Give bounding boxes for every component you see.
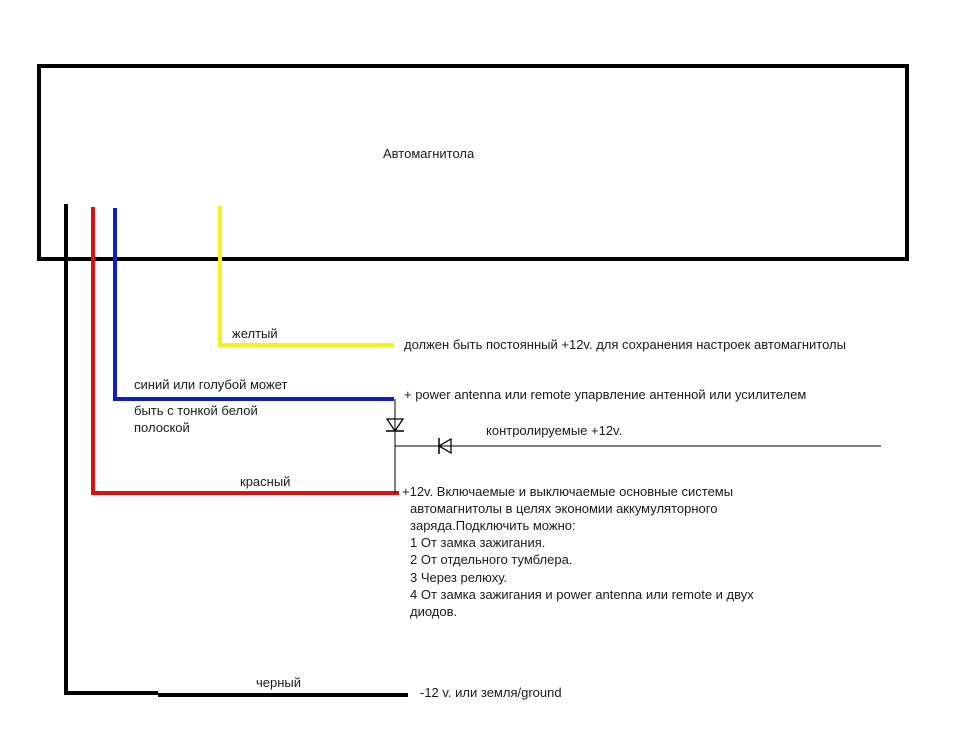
- red-wire-description-line-1: +12v. Включаемые и выключаемые основные …: [402, 484, 733, 499]
- black-wire: [64, 204, 158, 695]
- blue-wire-label-line-3: полоской: [134, 420, 190, 435]
- head-unit-box: [37, 64, 909, 261]
- blue-wire-label-line-1: синий или голубой может: [134, 377, 287, 392]
- diode-1-icon: [385, 418, 405, 433]
- red-wire-description-line-5: 2 От отдельного тумблера.: [410, 552, 572, 567]
- yellow-wire-description: должен быть постоянный +12v. для сохране…: [404, 337, 846, 352]
- blue-wire-label-line-2: быть с тонкой белой: [134, 403, 258, 418]
- red-wire-description-line-3: заряда.Подключить можно:: [410, 518, 576, 533]
- controlled-description: контролируемые +12v.: [486, 423, 622, 438]
- black-wire-description: -12 v. или земля/ground: [420, 685, 562, 700]
- red-wire-description-line-6: 3 Через релюху.: [410, 570, 507, 585]
- yellow-wire-label: желтый: [232, 326, 278, 341]
- diode-2-icon: [437, 437, 452, 455]
- red-wire-label: красный: [240, 474, 290, 489]
- blue-wire-description: + power antenna или remote упарвление ан…: [404, 387, 806, 402]
- red-wire-description-line-2: автомагнитолы в целях экономии аккумулят…: [410, 501, 717, 516]
- blue-wire: [113, 208, 394, 401]
- red-wire-description-line-8: диодов.: [410, 604, 457, 619]
- head-unit-title: Автомагнитола: [383, 146, 475, 161]
- red-wire-description-line-7: 4 От замка зажигания и power antenna или…: [410, 587, 754, 602]
- red-wire-description-line-4: 1 От замка зажигания.: [410, 535, 545, 550]
- yellow-wire: [218, 206, 394, 347]
- red-wire: [91, 207, 399, 495]
- black-wire-label: черный: [256, 675, 301, 690]
